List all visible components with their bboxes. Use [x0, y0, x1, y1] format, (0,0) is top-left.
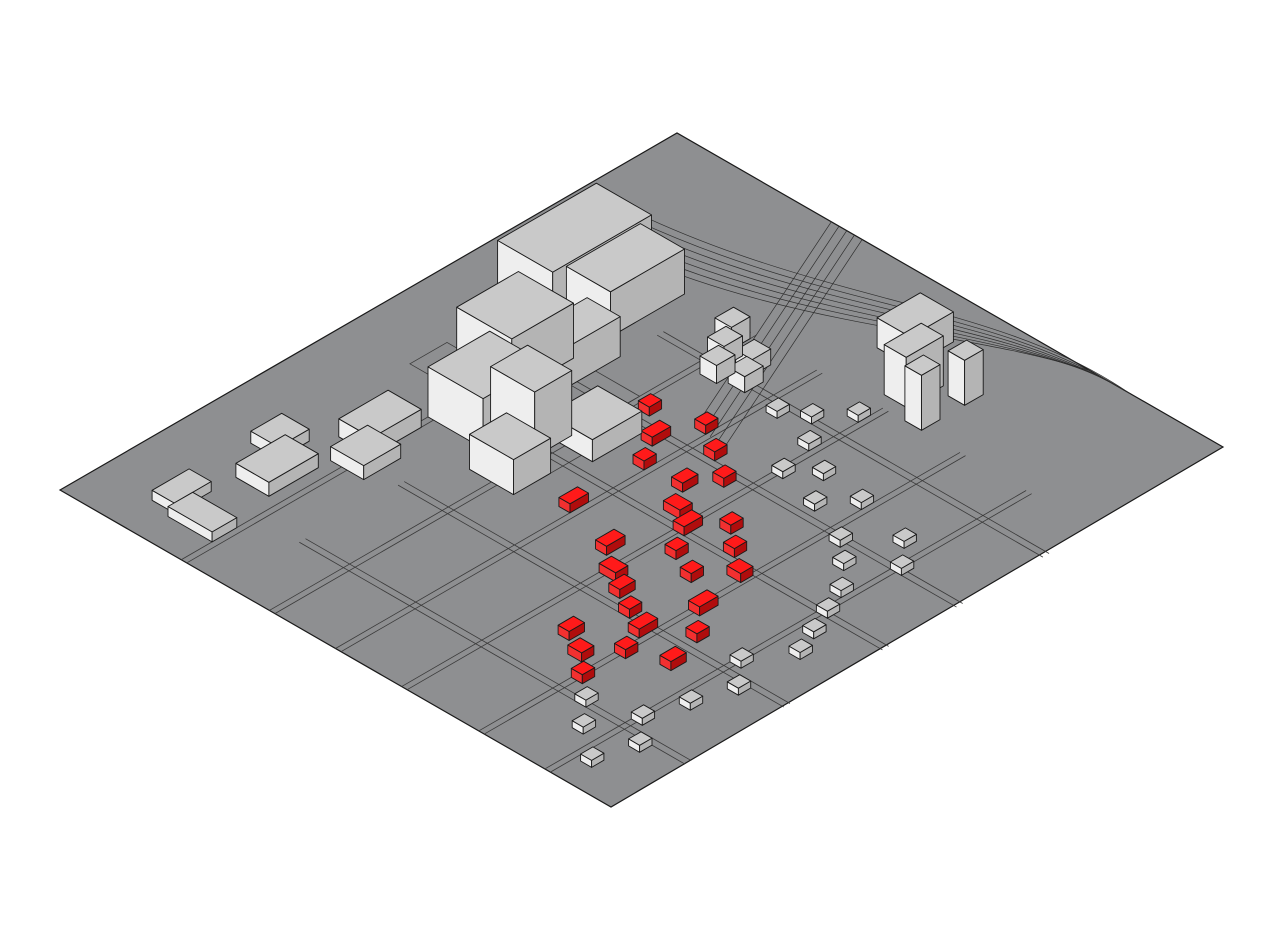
house — [889, 554, 915, 576]
house — [571, 713, 597, 735]
house — [815, 597, 841, 619]
building-massing — [151, 182, 984, 768]
highlighted-building — [712, 464, 737, 488]
street-line — [550, 493, 1032, 773]
highlighted-building — [671, 467, 699, 493]
rail-track — [702, 226, 840, 433]
house — [829, 576, 854, 599]
house — [802, 617, 827, 640]
rail-track — [605, 205, 1124, 391]
tall-building — [904, 354, 941, 431]
street-line — [544, 490, 1027, 770]
highlighted-building — [694, 411, 719, 435]
campus-building — [469, 412, 552, 496]
tall-building — [947, 339, 984, 406]
street-line — [478, 452, 961, 732]
house — [765, 397, 790, 419]
street-line — [404, 481, 791, 704]
house — [828, 526, 853, 548]
highlighted-building — [679, 559, 704, 584]
highlighted-building — [688, 589, 719, 617]
house — [811, 459, 837, 482]
highlighted-building — [685, 619, 710, 644]
highlighted-building — [722, 534, 748, 559]
house — [729, 647, 754, 669]
street-line — [484, 455, 966, 735]
house — [628, 731, 653, 753]
house — [832, 549, 857, 572]
street-line — [299, 541, 686, 765]
highlighted-building — [618, 595, 643, 619]
highlighted-building — [567, 637, 595, 663]
street-line — [401, 407, 884, 687]
street-line — [406, 410, 889, 691]
house — [771, 457, 796, 480]
street-line — [397, 484, 784, 708]
rail-track — [694, 221, 832, 429]
street-line — [340, 372, 823, 653]
house — [846, 401, 871, 423]
house — [803, 490, 828, 512]
highlighted-building — [672, 509, 704, 537]
highlighted-building — [703, 437, 728, 462]
highlighted-building — [570, 660, 596, 685]
highlighted-building — [595, 528, 626, 556]
highlighted-building — [659, 645, 687, 672]
house — [678, 689, 704, 711]
highlighted-building — [640, 419, 672, 447]
apartment-building — [699, 344, 736, 384]
house — [892, 527, 917, 549]
house — [574, 686, 599, 708]
street-line — [305, 538, 692, 761]
highlighted-building — [558, 486, 589, 514]
highlighted-building — [664, 536, 689, 561]
rail-track — [613, 201, 1131, 394]
rail-track — [725, 239, 863, 446]
highlighted-building — [608, 573, 636, 599]
institutional-building — [235, 434, 319, 497]
highlighted-building — [726, 558, 754, 584]
highlighted-building — [614, 635, 639, 660]
institutional-building — [330, 424, 402, 481]
house — [726, 674, 752, 696]
house — [800, 403, 825, 425]
rail-track — [717, 234, 855, 442]
institutional-building — [167, 491, 238, 543]
house — [788, 638, 813, 660]
rail-track — [709, 230, 847, 438]
highlighted-building — [719, 511, 744, 535]
house — [580, 746, 605, 768]
house — [797, 429, 822, 452]
house — [630, 704, 656, 726]
house — [849, 488, 875, 511]
highlighted-building — [632, 447, 657, 471]
highlighted-building — [637, 393, 663, 417]
campus-building — [490, 344, 573, 458]
highlighted-building — [627, 611, 659, 639]
highlighted-building — [557, 615, 585, 641]
apartment-building — [727, 355, 764, 394]
